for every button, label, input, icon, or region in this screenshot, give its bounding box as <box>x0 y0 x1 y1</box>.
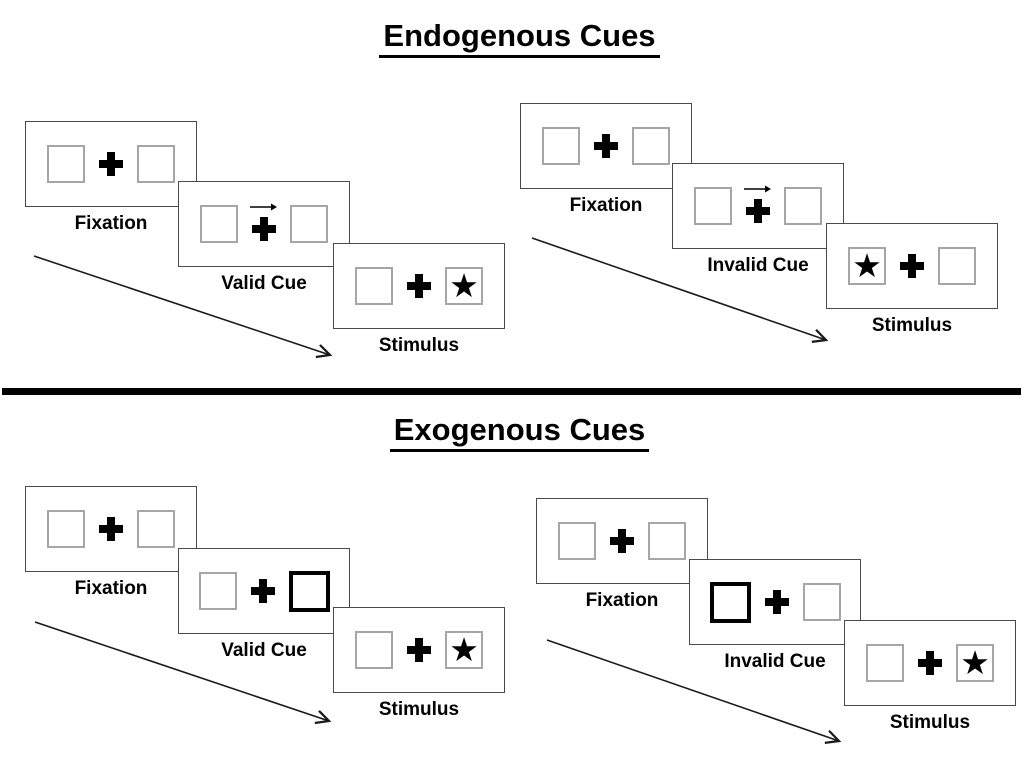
right-target-box: ★ <box>445 631 483 669</box>
fixation-display <box>536 498 708 584</box>
left-placeholder-box <box>198 572 237 610</box>
endogenous-valid-cue-frame: Valid Cue <box>178 181 350 295</box>
timeline-arrow-endogenous-valid <box>33 255 330 355</box>
endogenous-title-text: Endogenous Cues <box>379 18 660 58</box>
fixation-cross-icon <box>900 254 924 278</box>
fixation-cross-icon <box>250 203 277 241</box>
cue-direction-arrow-icon <box>250 203 277 211</box>
right-placeholder-box <box>137 145 175 183</box>
stimulus-display: ★ <box>826 223 998 309</box>
cue-display <box>689 559 861 645</box>
fixation-cross-icon <box>99 152 123 176</box>
fixation-display <box>25 121 197 207</box>
fixation-cross-icon <box>594 134 618 158</box>
frame-label: Fixation <box>74 213 148 234</box>
timeline-arrow-exogenous-valid <box>34 621 329 721</box>
frame-label: Invalid Cue <box>724 651 826 672</box>
fixation-display <box>520 103 692 189</box>
star-icon: ★ <box>449 266 479 304</box>
right-placeholder-box <box>938 247 976 285</box>
exogenous-invalid-fixation-frame: Fixation <box>536 498 708 612</box>
fixation-display <box>25 486 197 572</box>
frame-label: Stimulus <box>889 712 971 733</box>
left-placeholder-box <box>558 522 596 560</box>
exogenous-invalid-cue-frame: Invalid Cue <box>689 559 861 673</box>
star-icon: ★ <box>960 643 990 681</box>
timeline-arrow-endogenous-invalid <box>531 237 826 340</box>
left-placeholder-box <box>200 205 238 243</box>
fixation-cross-icon <box>764 590 789 614</box>
left-placeholder-box <box>694 187 732 225</box>
section-divider-line <box>2 388 1021 395</box>
right-placeholder-box <box>137 510 175 548</box>
exogenous-title-text: Exogenous Cues <box>389 412 650 452</box>
frame-label: Stimulus <box>378 335 460 356</box>
endogenous-invalid-stimulus-frame: ★ Stimulus <box>826 223 998 337</box>
endogenous-valid-fixation-frame: Fixation <box>25 121 197 235</box>
endogenous-invalid-cue-frame: Invalid Cue <box>672 163 844 277</box>
fixation-cross-icon <box>610 529 634 553</box>
fixation-cross-icon <box>407 274 431 298</box>
right-placeholder-box <box>802 583 841 621</box>
exogenous-section-title: Exogenous Cues <box>0 412 1023 452</box>
cue-direction-arrow-icon <box>744 185 771 193</box>
right-placeholder-box <box>784 187 822 225</box>
cue-display <box>672 163 844 249</box>
frame-label: Fixation <box>569 195 643 216</box>
exogenous-valid-cue-frame: Valid Cue <box>178 548 350 662</box>
fixation-cross-icon <box>407 638 431 662</box>
timeline-arrow-exogenous-invalid <box>546 639 839 741</box>
cue-display <box>178 181 350 267</box>
right-placeholder-box <box>648 522 686 560</box>
left-placeholder-box <box>355 267 393 305</box>
fixation-cross-icon <box>250 579 275 603</box>
left-placeholder-box <box>47 145 85 183</box>
right-target-box: ★ <box>445 267 483 305</box>
cue-display <box>178 548 350 634</box>
left-placeholder-box <box>47 510 85 548</box>
fixation-cross-icon <box>99 517 123 541</box>
frame-label: Fixation <box>74 578 148 599</box>
frame-label: Stimulus <box>378 699 460 720</box>
frame-label: Fixation <box>585 590 659 611</box>
exogenous-invalid-stimulus-frame: ★ Stimulus <box>844 620 1016 734</box>
exogenous-valid-fixation-frame: Fixation <box>25 486 197 600</box>
fixation-cross-icon <box>744 185 771 223</box>
endogenous-valid-stimulus-frame: ★ Stimulus <box>333 243 505 357</box>
left-placeholder-box <box>355 631 393 669</box>
right-highlighted-cue-box <box>288 570 330 612</box>
right-placeholder-box <box>632 127 670 165</box>
right-placeholder-box <box>290 205 328 243</box>
endogenous-invalid-fixation-frame: Fixation <box>520 103 692 217</box>
stimulus-display: ★ <box>844 620 1016 706</box>
exogenous-valid-stimulus-frame: ★ Stimulus <box>333 607 505 721</box>
star-icon: ★ <box>852 246 882 284</box>
star-icon: ★ <box>449 630 479 668</box>
right-target-box: ★ <box>956 644 994 682</box>
fixation-cross-icon <box>918 651 942 675</box>
left-highlighted-cue-box <box>709 581 751 623</box>
frame-label: Stimulus <box>871 315 953 336</box>
left-target-box: ★ <box>848 247 886 285</box>
left-placeholder-box <box>542 127 580 165</box>
stimulus-display: ★ <box>333 607 505 693</box>
frame-label: Invalid Cue <box>707 255 809 276</box>
left-placeholder-box <box>866 644 904 682</box>
frame-label: Valid Cue <box>221 273 307 294</box>
stimulus-display: ★ <box>333 243 505 329</box>
frame-label: Valid Cue <box>221 640 307 661</box>
endogenous-section-title: Endogenous Cues <box>0 18 1023 58</box>
